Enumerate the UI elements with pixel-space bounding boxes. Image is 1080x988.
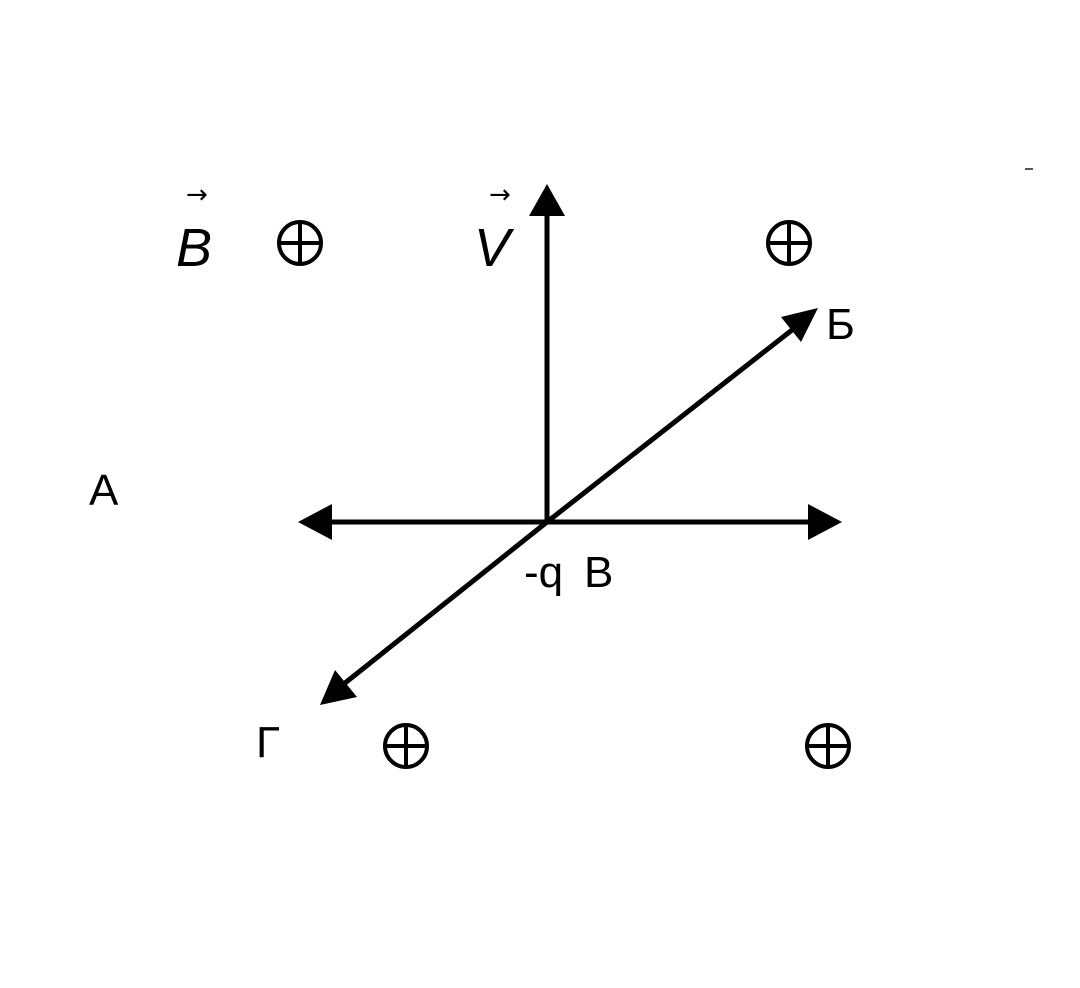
direction-b-arrow-shaft: [545, 328, 794, 524]
direction-a-label: А: [89, 466, 119, 515]
direction-a-arrowhead: [298, 504, 332, 540]
velocity-vector-label: V: [474, 218, 515, 278]
direction-b-arrowhead: [781, 308, 818, 342]
direction-v-label: В: [584, 548, 613, 597]
direction-g-arrowhead: [320, 670, 357, 705]
direction-g-arrow-shaft: [343, 520, 549, 685]
field-vector-label: B: [176, 218, 212, 278]
direction-b-label: Б: [826, 300, 855, 349]
field-marker-top-right: [766, 220, 812, 266]
field-vector-arrow: →: [186, 180, 208, 210]
direction-g-label: Г: [256, 718, 280, 767]
charge-label: -q: [524, 548, 563, 597]
velocity-arrowhead: [529, 184, 565, 216]
direction-v-arrowhead: [808, 504, 842, 540]
field-marker-top-left: [277, 220, 323, 266]
field-marker-bottom-left: [383, 723, 429, 769]
field-marker-bottom-right: [805, 723, 851, 769]
velocity-vector-arrow: →: [489, 180, 511, 210]
